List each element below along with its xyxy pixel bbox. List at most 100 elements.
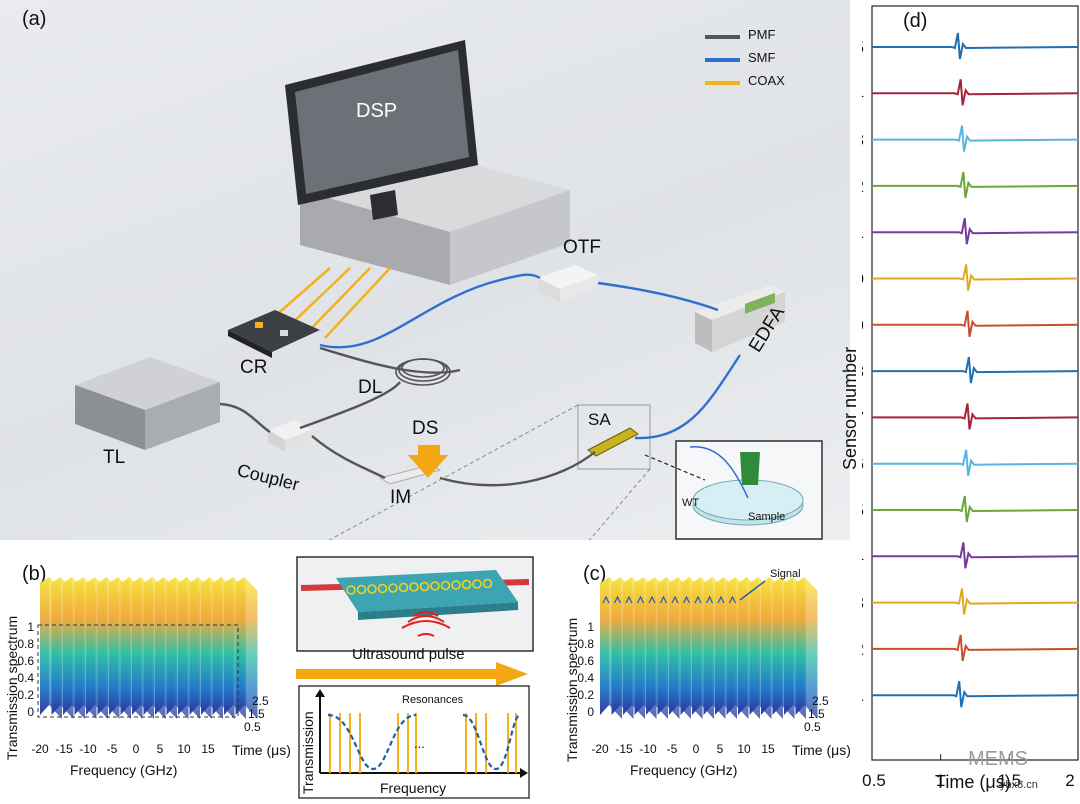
sensor-tick-13: 13 [862, 131, 864, 150]
resonance-curve-2 [462, 713, 521, 771]
y-tick-label: 1 [587, 620, 594, 634]
x-tick-label: 2 [1065, 771, 1074, 790]
spectrum-ribbon [212, 577, 222, 715]
sample-label: Sample [748, 511, 786, 523]
spectrum-ribbon [97, 577, 107, 715]
y-tick-label: 0.4 [17, 671, 34, 685]
sensor-trace-8 [872, 356, 1079, 384]
spectrum-ribbon [201, 577, 210, 715]
x-tick-label: -15 [55, 742, 73, 756]
spectrum-ribbon [692, 577, 701, 715]
ds-arrow [408, 445, 448, 478]
x-tick-label: 15 [201, 742, 215, 756]
tl-box [75, 357, 220, 450]
b-xlabel: Frequency (GHz) [70, 762, 178, 778]
sensor-trace-11 [872, 218, 1079, 245]
x-tick-label: 0.5 [862, 771, 886, 790]
legend-pmf-label: PMF [748, 27, 776, 42]
x-tick-label: 1.5 [998, 771, 1022, 790]
spectrum-ribbon [784, 577, 793, 715]
otf-label: OTF [563, 237, 601, 258]
spectrum-ribbon [224, 577, 233, 715]
spectrum-ribbon [132, 577, 141, 715]
spectrum-ribbon [623, 577, 632, 715]
signal-mark [705, 595, 714, 604]
x-tick-label: 1 [936, 771, 945, 790]
spectrum-ribbon [772, 577, 782, 715]
b-ylabel: Transmission spectrum [4, 615, 20, 760]
watermark-brand: MEMS [968, 748, 1028, 770]
spectrum-ribbon [646, 577, 655, 715]
spectrum-ribbon-side [244, 577, 258, 719]
panel-c-label: (c) [583, 563, 607, 585]
otf-box [538, 265, 598, 302]
spectrum-ribbon [600, 577, 609, 715]
sensor-trace-4 [872, 542, 1079, 569]
y-tick-label: 1 [27, 620, 34, 634]
spectrum-ribbon [63, 577, 72, 715]
spectrum-ribbon [74, 577, 84, 715]
spectrum-ribbon [86, 577, 95, 715]
micro-ring [419, 581, 430, 592]
resonances-label: Resonances [402, 694, 464, 706]
y-tick-label: 0.6 [577, 654, 594, 668]
c-tlabel: Time (μs) [792, 742, 851, 758]
sensor-trace-1 [872, 681, 1079, 708]
sensor-trace-3 [872, 588, 1079, 615]
y-tick-label: 0.2 [577, 688, 594, 702]
time-tick-label: 0.5 [244, 720, 261, 734]
spectrum-ribbon [40, 577, 49, 715]
inset-pointer [644, 454, 706, 481]
b-dashed-box [37, 624, 239, 718]
sensor-chart: 151413121110987654321 0.511.52 [862, 5, 1079, 790]
sensor-tick-6: 6 [862, 455, 864, 474]
signal-mark [694, 595, 702, 604]
y-tick-label: 0.2 [17, 688, 34, 702]
x-tick-label: 10 [737, 742, 751, 756]
x-tick-label: 15 [761, 742, 775, 756]
coupler-box [268, 420, 312, 452]
sa-chip [587, 427, 639, 457]
micro-ring [388, 583, 398, 593]
spectrum-ribbon [726, 577, 736, 715]
micro-ring [472, 579, 482, 589]
time-tick-label: 1.5 [808, 707, 825, 721]
micro-rings [346, 578, 493, 595]
tl-label: TL [103, 447, 126, 468]
spectrum-ribbons-c [600, 577, 818, 719]
y-tick-label: 0 [27, 705, 34, 719]
spectrum-ribbon [235, 577, 245, 715]
sensor-trace-7 [872, 403, 1079, 430]
b-time-ticks: 2.51.50.5 [244, 694, 269, 734]
sensor-trace-12 [872, 171, 1079, 199]
cr-label: CR [240, 357, 268, 378]
time-tick-label: 2.5 [252, 694, 269, 708]
dl-label: DL [358, 377, 383, 398]
fiber-paths [219, 273, 741, 487]
micro-ring [482, 578, 493, 589]
micro-ring [367, 584, 377, 594]
x-tick-label: 0 [133, 742, 140, 756]
sensor-trace-6 [872, 449, 1079, 476]
spectrum-ribbon [761, 577, 770, 715]
panel-d-label: (d) [903, 10, 928, 32]
signal-mark [602, 595, 610, 604]
sensor-trace-5 [872, 495, 1079, 523]
sensor-trace-9 [872, 310, 1079, 337]
spectrum-ribbon [120, 577, 130, 715]
chip-inset [296, 556, 534, 652]
sensor-tick-9: 9 [862, 316, 864, 335]
y-tick-label: 0.4 [577, 671, 594, 685]
spectrum-ribbon [669, 577, 678, 715]
b-tlabel: Time (μs) [232, 742, 291, 758]
dsp-computer [285, 40, 570, 285]
x-tick-label: 10 [177, 742, 191, 756]
x-tick-label: -20 [31, 742, 49, 756]
micro-ring [346, 585, 356, 595]
signal-pointer [739, 580, 766, 601]
spectrum-ribbon [680, 577, 690, 715]
panel-b-label: (b) [22, 563, 47, 585]
micro-ring [461, 579, 472, 590]
x-tick-label: -15 [615, 742, 633, 756]
